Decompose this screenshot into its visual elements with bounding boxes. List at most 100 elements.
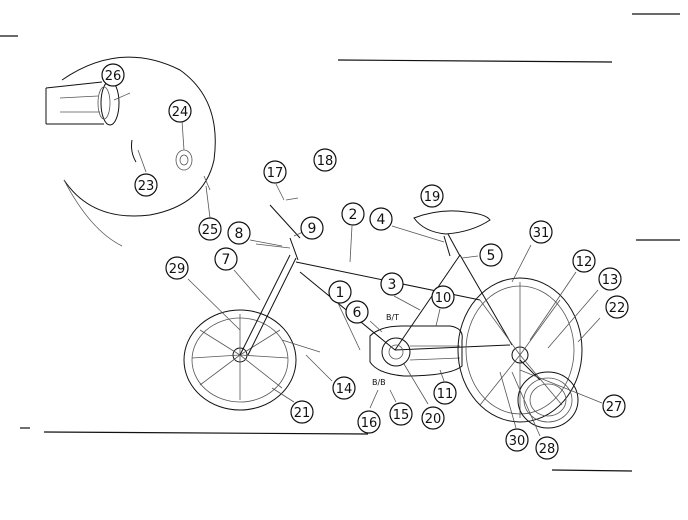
callout-4: 4 (369, 207, 393, 231)
callout-10: 10 (431, 285, 455, 309)
callout-5: 5 (479, 243, 503, 267)
callout-6: 6 (345, 300, 369, 324)
callout-1: 1 (328, 280, 352, 304)
callout-number: 17 (267, 166, 284, 181)
callout-17: 17 (263, 160, 287, 184)
callout-number: 2 (349, 207, 358, 223)
callout-14: 14 (332, 376, 356, 400)
callout-number: 29 (169, 262, 186, 277)
callout-24: 24 (168, 99, 192, 123)
callout-20: 20 (421, 406, 445, 430)
callout-number: 11 (437, 387, 454, 402)
callout-8: 8 (227, 221, 251, 245)
callout-circle (505, 428, 529, 452)
callout-number: 8 (235, 226, 244, 242)
callout-9: 9 (300, 216, 324, 240)
callout-3: 3 (380, 272, 404, 296)
callout-circle (134, 173, 158, 197)
callout-number: 7 (222, 252, 231, 268)
callout-7: 7 (214, 247, 238, 271)
callout-26: 26 (101, 63, 125, 87)
callout-circle (598, 267, 622, 291)
callout-number: 12 (576, 255, 593, 270)
callout-number: 1 (336, 285, 345, 301)
callout-circle (300, 216, 324, 240)
seat (413, 210, 491, 257)
callout-number: 19 (424, 190, 441, 205)
callout-circle (529, 220, 553, 244)
callout-circle (605, 295, 629, 319)
callout-number: 31 (533, 226, 550, 241)
front-wheel (183, 309, 297, 411)
callout-number: 16 (361, 416, 378, 431)
callout-circle (345, 300, 369, 324)
callout-circle (389, 402, 413, 426)
callout-circle (328, 280, 352, 304)
callout-circle (421, 406, 445, 430)
callout-circle (341, 202, 365, 226)
chain-guard: B/T B/B (369, 313, 463, 387)
callout-number: 14 (336, 382, 353, 397)
callout-2: 2 (341, 202, 365, 226)
callout-number: 28 (539, 442, 556, 457)
crank-label-bottom: B/B (372, 378, 386, 387)
callout-circle (290, 400, 314, 424)
callout-circle (313, 148, 337, 172)
callout-circle (479, 243, 503, 267)
callout-number: 4 (377, 212, 386, 228)
callout-30: 30 (505, 428, 529, 452)
callout-number: 13 (602, 273, 619, 288)
callout-circle (263, 160, 287, 184)
callout-number: 9 (308, 221, 317, 237)
callout-circle (602, 394, 626, 418)
callout-number: 30 (509, 434, 526, 449)
callout-28: 28 (535, 436, 559, 460)
callout-number: 21 (294, 406, 311, 421)
callout-21: 21 (290, 400, 314, 424)
callout-circle (572, 249, 596, 273)
callout-circle (198, 217, 222, 241)
callout-12: 12 (572, 249, 596, 273)
callout-19: 19 (420, 184, 444, 208)
frame (281, 254, 513, 353)
callout-number: 15 (393, 408, 410, 423)
callout-number: 20 (425, 412, 442, 427)
callout-15: 15 (389, 402, 413, 426)
callout-11: 11 (433, 381, 457, 405)
callout-circle (165, 256, 189, 280)
callout-number: 22 (609, 301, 626, 316)
callout-circle (101, 63, 125, 87)
callout-circle (420, 184, 444, 208)
callout-25: 25 (198, 217, 222, 241)
chain-guard-label-top: B/T (386, 313, 399, 322)
callout-23: 23 (134, 173, 158, 197)
callout-number: 18 (317, 154, 334, 169)
callout-circle (214, 247, 238, 271)
callout-number: 5 (487, 248, 496, 264)
page-rules (0, 13, 680, 472)
callout-circle (431, 285, 455, 309)
callout-18: 18 (313, 148, 337, 172)
callout-27: 27 (602, 394, 626, 418)
callout-number: 27 (606, 400, 623, 415)
callout-number: 24 (172, 105, 189, 120)
callout-29: 29 (165, 256, 189, 280)
fork-handlebar (239, 197, 301, 356)
callout-number: 10 (435, 291, 452, 306)
callout-circle (433, 381, 457, 405)
callout-number: 3 (388, 277, 397, 293)
rear-wheel (457, 277, 583, 423)
callout-number: 6 (353, 305, 362, 321)
callout-circle (357, 410, 381, 434)
callout-22: 22 (605, 295, 629, 319)
callout-circle (369, 207, 393, 231)
callout-number: 26 (105, 69, 122, 84)
callout-circle (380, 272, 404, 296)
leader-lines (113, 92, 603, 437)
callout-circle (332, 376, 356, 400)
callout-circle (227, 221, 251, 245)
callout-circle (535, 436, 559, 460)
callout-circle (168, 99, 192, 123)
callout-16: 16 (357, 410, 381, 434)
